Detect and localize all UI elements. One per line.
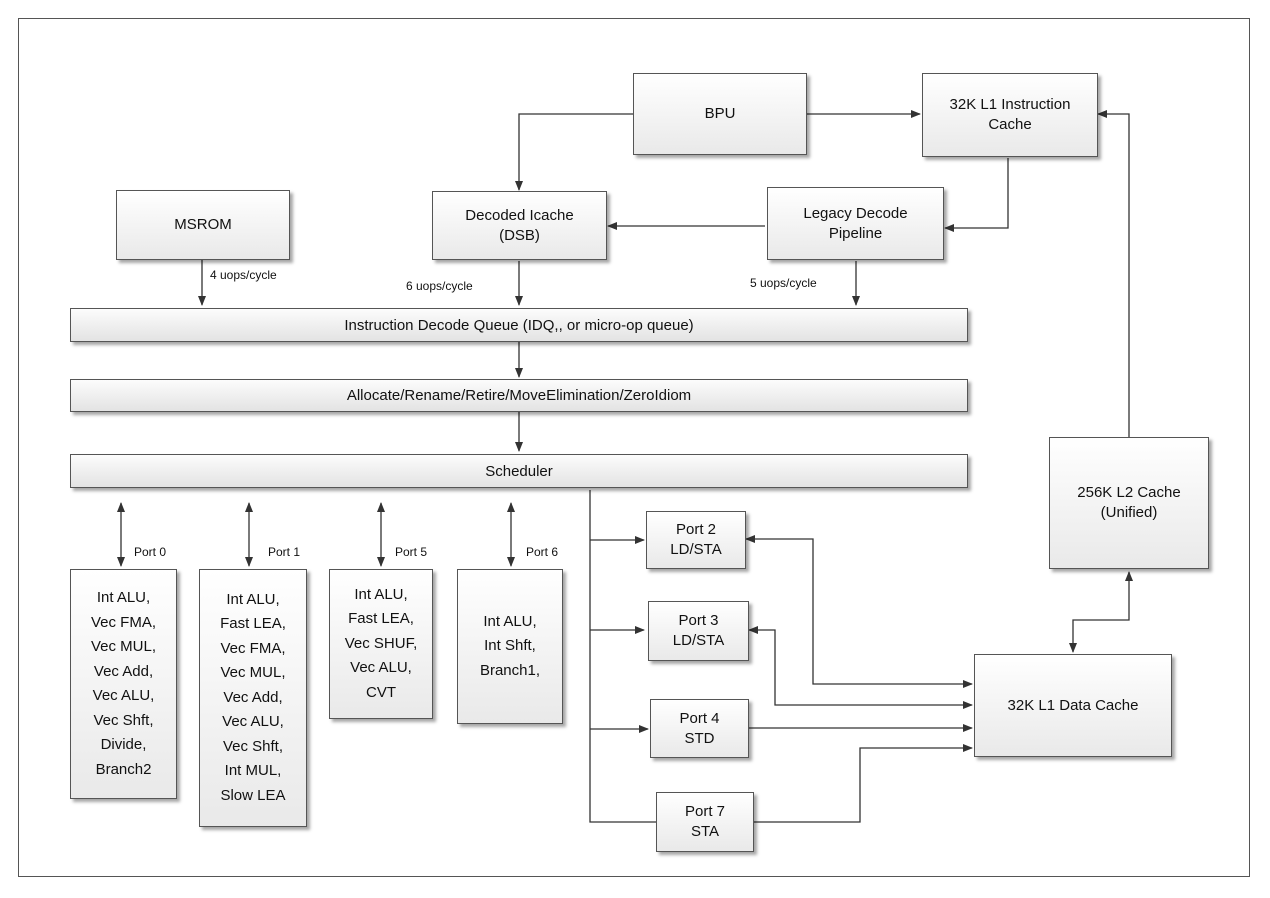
wire-l2-l1i [1097, 110, 1130, 437]
dsb-rate-label: 6 uops/cycle [406, 279, 473, 293]
port3-name: Port 3 [678, 612, 719, 629]
unit-label: Fast LEA, [348, 610, 414, 628]
diagram-frame [18, 18, 1250, 877]
port2-name: Port 2 [675, 521, 717, 538]
unit-label: Vec Add, [223, 688, 283, 706]
legacy-label-line1: Legacy Decode [803, 204, 908, 222]
l1i-label-line2: Cache [988, 116, 1032, 133]
port1-units-block: Int ALU, Fast LEA, Vec FMA, Vec MUL, Vec… [199, 569, 307, 827]
wire-sched-trunk [589, 490, 656, 823]
port6-units-block: Int ALU, Int Shft, Branch1, [457, 569, 563, 724]
legacy-rate-label: 5 uops/cycle [750, 276, 817, 290]
legacy-decode-block: Legacy Decode Pipeline [767, 187, 944, 260]
unit-label: Vec SHUF, [344, 634, 418, 652]
port5-label: Port 5 [395, 545, 428, 559]
bpu-block: BPU [633, 73, 807, 155]
bpu-label: BPU [704, 105, 736, 122]
scheduler-bar: Scheduler [70, 454, 968, 488]
port3-block: Port 3 LD/STA [648, 601, 749, 661]
l1-instruction-cache-block: 32K L1 Instruction Cache [922, 73, 1098, 157]
unit-label: Vec ALU, [92, 687, 155, 704]
unit-label: Int ALU, [226, 590, 280, 608]
unit-label: Int MUL, [224, 762, 282, 780]
wire-bpu-dsb [515, 113, 633, 191]
port7-block: Port 7 STA [656, 792, 754, 852]
unit-label: Int ALU, [354, 585, 408, 603]
wire-port3-l1d [748, 626, 973, 709]
l1d-label: 32K L1 Data Cache [1007, 696, 1139, 714]
unit-label: Slow LEA [220, 786, 286, 804]
port5-units-block: Int ALU, Fast LEA, Vec SHUF, Vec ALU, CV… [329, 569, 433, 719]
l2-label-line1: 256K L2 Cache [1077, 484, 1181, 501]
wire-port7-l1d [754, 744, 973, 823]
l2-label-line2: (Unified) [1100, 504, 1158, 521]
port7-function: STA [690, 823, 720, 840]
l1-data-cache-block: 32K L1 Data Cache [974, 654, 1172, 757]
unit-label: Int ALU, [96, 589, 151, 606]
allocate-label: Allocate/Rename/Retire/MoveElimination/Z… [346, 387, 692, 404]
port1-label: Port 1 [268, 545, 301, 559]
port0-units-block: Int ALU, Vec FMA, Vec MUL, Vec Add, Vec … [70, 569, 177, 799]
msrom-rate-label: 4 uops/cycle [210, 268, 277, 282]
unit-label: Vec Shft, [93, 711, 154, 729]
unit-label: Divide, [100, 736, 147, 753]
dsb-label-line1: Decoded Icache [465, 206, 574, 224]
port7-name: Port 7 [684, 803, 726, 820]
unit-label: Vec MUL, [220, 664, 286, 682]
port2-function: LD/STA [670, 541, 722, 558]
port0-label: Port 0 [134, 545, 167, 559]
port6-label: Port 6 [526, 545, 559, 559]
legacy-label-line2: Pipeline [828, 224, 883, 242]
l1i-label-line1: 32K L1 Instruction [949, 96, 1071, 113]
unit-label: Int ALU, [483, 612, 537, 630]
scheduler-label: Scheduler [485, 462, 553, 480]
unit-label: Vec ALU, [350, 659, 412, 677]
wire-l1i-legacy [944, 158, 1009, 232]
unit-label: Vec FMA, [220, 639, 286, 657]
unit-label: Fast LEA, [220, 615, 286, 633]
port2-block: Port 2 LD/STA [646, 511, 746, 569]
unit-label: Branch2 [95, 760, 152, 778]
l2-cache-block: 256K L2 Cache (Unified) [1049, 437, 1209, 569]
port3-function: LD/STA [672, 632, 725, 649]
unit-label: Vec FMA, [90, 613, 157, 631]
unit-label: Vec Add, [93, 662, 154, 680]
unit-label: Branch1, [479, 661, 541, 679]
unit-label: Vec MUL, [90, 638, 157, 655]
unit-label: Int Shft, [484, 637, 536, 655]
port4-name: Port 4 [679, 709, 720, 727]
unit-label: CVT [366, 683, 396, 701]
dsb-block: Decoded Icache (DSB) [432, 191, 607, 260]
idq-label: Instruction Decode Queue (IDQ,, or micro… [344, 316, 694, 334]
port4-function: STD [684, 729, 715, 747]
msrom-block: MSROM [116, 190, 290, 260]
allocate-bar: Allocate/Rename/Retire/MoveElimination/Z… [70, 379, 968, 412]
unit-label: Vec ALU, [222, 713, 284, 731]
msrom-label: MSROM [174, 216, 232, 233]
port4-block: Port 4 STD [650, 699, 749, 758]
wire-l1d-l2 [1069, 571, 1133, 653]
wire-port2-l1d [745, 535, 973, 688]
idq-bar: Instruction Decode Queue (IDQ,, or micro… [70, 308, 968, 342]
dsb-label-line2: (DSB) [499, 226, 540, 244]
unit-label: Vec Shft, [222, 737, 284, 755]
